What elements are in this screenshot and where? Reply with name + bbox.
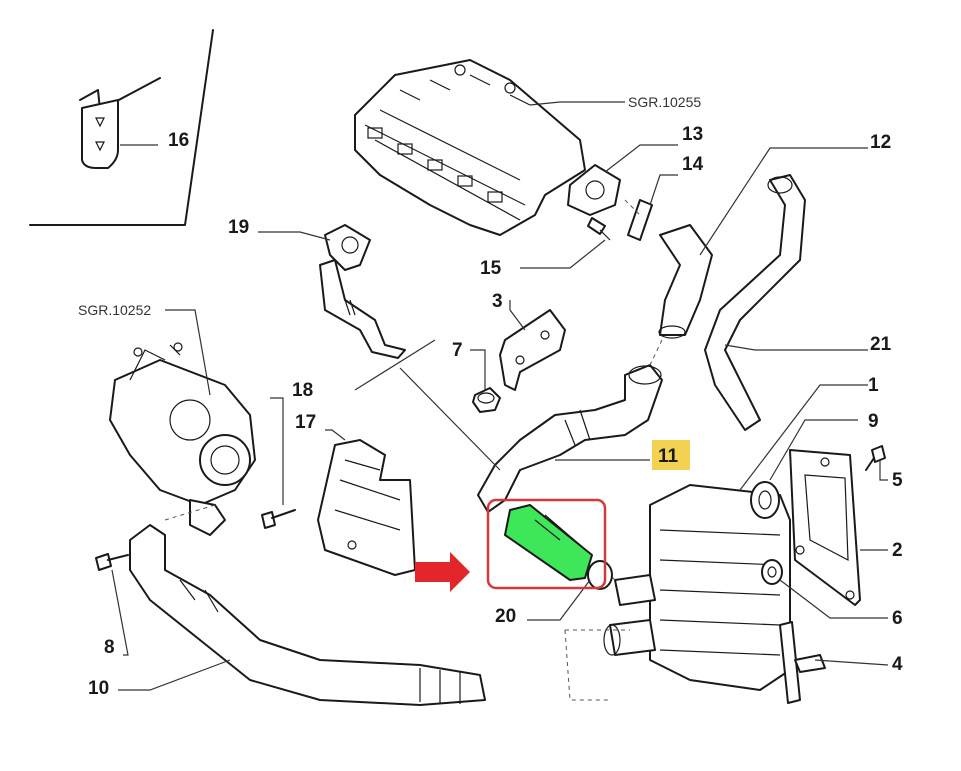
flange-13 xyxy=(567,164,621,216)
gasket-14 xyxy=(627,199,653,241)
callout-11: 11 xyxy=(658,446,679,467)
intercooler-1 xyxy=(603,484,791,691)
bracket-3 xyxy=(499,309,566,391)
callout-18: 18 xyxy=(292,380,313,401)
callout-7: 7 xyxy=(452,340,463,361)
nut-7 xyxy=(472,387,501,413)
pipe-10 xyxy=(129,524,486,706)
label-11-highlight xyxy=(652,440,690,470)
inset-box xyxy=(29,29,214,226)
callout-8: 8 xyxy=(104,637,115,658)
bracket-16 xyxy=(79,77,161,169)
callout-6: 6 xyxy=(892,608,903,629)
bolt-18 xyxy=(261,509,296,529)
highlighted-hose xyxy=(504,504,593,581)
bracket-4 xyxy=(779,621,826,704)
pointer-arrow xyxy=(415,552,470,592)
callout-16: 16 xyxy=(168,130,189,151)
grommet-6 xyxy=(761,559,783,585)
bracket-19 xyxy=(319,224,406,359)
callout-13: 13 xyxy=(682,124,703,145)
intake-manifold xyxy=(354,59,586,236)
plate-2 xyxy=(789,449,861,606)
callout-21: 21 xyxy=(870,334,892,355)
bolt-8 xyxy=(95,553,129,571)
callout-19: 19 xyxy=(228,217,249,238)
bolt-5 xyxy=(865,445,886,471)
turbocharger xyxy=(109,342,256,536)
callout-14: 14 xyxy=(682,154,704,175)
screw-15 xyxy=(587,217,611,241)
callout-2: 2 xyxy=(892,540,903,561)
callout-4: 4 xyxy=(892,654,903,675)
grommet-9 xyxy=(750,481,780,519)
ref-left: SGR.10252 xyxy=(78,302,151,318)
callout-12: 12 xyxy=(870,132,891,153)
callout-10: 10 xyxy=(88,678,109,699)
hose-upper xyxy=(658,224,713,339)
callout-9: 9 xyxy=(868,411,879,432)
callout-5: 5 xyxy=(892,470,903,491)
hose-21 xyxy=(704,174,806,431)
callout-15: 15 xyxy=(480,258,502,279)
ref-upper: SGR.10255 xyxy=(628,94,701,110)
highlight-box xyxy=(486,498,607,590)
heat-shield-17 xyxy=(317,439,416,576)
callout-17: 17 xyxy=(295,412,316,433)
clamp-20 xyxy=(587,560,613,590)
callout-3: 3 xyxy=(492,291,503,312)
callout-20: 20 xyxy=(495,606,516,627)
callout-1: 1 xyxy=(868,375,879,396)
pipe-11 xyxy=(477,364,663,513)
